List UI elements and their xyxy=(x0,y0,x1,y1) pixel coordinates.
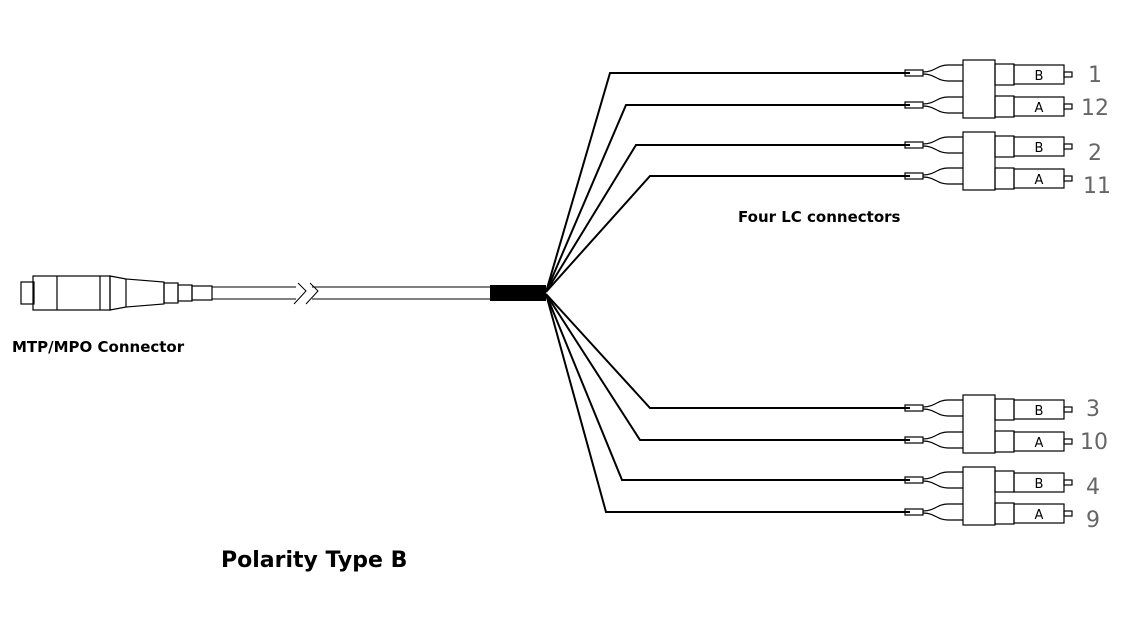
lc-letter-top: B xyxy=(1035,477,1044,492)
lc-fiber-lead xyxy=(922,176,963,185)
mtp-strain-relief xyxy=(191,285,213,301)
lc-group: B A 2 11 xyxy=(904,131,1111,199)
lc-fiber-lead xyxy=(922,399,963,408)
port-number-bottom: 12 xyxy=(1081,96,1109,121)
port-number-bottom: 9 xyxy=(1086,508,1100,533)
fanout-splitter xyxy=(490,285,546,301)
port-number-top: 3 xyxy=(1086,397,1100,422)
lc-fiber-lead xyxy=(922,408,963,417)
lc-duplex-clip xyxy=(962,466,996,526)
lc-ferrule xyxy=(1063,103,1073,110)
lc-fiber-stub xyxy=(904,508,924,516)
lc-group: B A 1 12 xyxy=(904,59,1109,121)
lc-body xyxy=(994,95,1015,118)
lc-fiber-lead xyxy=(922,480,963,489)
lc-letter-bottom: A xyxy=(1035,173,1044,188)
breakout-fiber xyxy=(545,293,910,441)
lc-ferrule xyxy=(1063,438,1073,445)
lc-fiber-stub xyxy=(904,172,924,180)
lc-fiber-lead xyxy=(922,73,963,82)
lc-ferrule xyxy=(1063,510,1073,517)
lc-fiber-stub xyxy=(904,141,924,149)
lc-fiber-stub xyxy=(904,404,924,412)
breakout-fiber xyxy=(545,175,910,293)
lc-ferrule xyxy=(1063,406,1073,413)
breakout-fiber xyxy=(545,104,910,293)
mtp-tip xyxy=(20,281,35,305)
mtp-strain-relief xyxy=(163,282,179,304)
breakout-fiber xyxy=(545,72,910,293)
lc-ferrule xyxy=(1063,71,1073,78)
mtp-boot xyxy=(109,275,165,311)
lc-fiber-lead xyxy=(922,431,963,440)
lc-ferrule xyxy=(1063,479,1073,486)
lc-letter-top: B xyxy=(1035,69,1044,84)
lc-group-label: Four LC connectors xyxy=(738,208,901,226)
lc-fiber-stub xyxy=(904,476,924,484)
lc-body xyxy=(994,470,1015,493)
mtp-housing xyxy=(32,275,111,311)
lc-group: B A 3 10 xyxy=(904,394,1108,455)
port-number-bottom: 11 xyxy=(1083,174,1111,199)
trunk-cable xyxy=(212,282,490,305)
lc-group: B A 4 9 xyxy=(904,466,1100,533)
lc-letter-bottom: A xyxy=(1035,101,1044,116)
breakout-fibers xyxy=(545,72,910,513)
lc-fiber-lead xyxy=(922,471,963,480)
lc-letter-bottom: A xyxy=(1035,508,1044,523)
lc-duplex-clip xyxy=(962,131,996,191)
lc-fiber-lead xyxy=(922,105,963,114)
cable-break-mark xyxy=(305,282,319,305)
breakout-fiber xyxy=(545,144,910,293)
lc-fiber-lead xyxy=(922,145,963,154)
lc-fiber-lead xyxy=(922,96,963,105)
cable-break-mark xyxy=(293,282,307,305)
port-number-top: 4 xyxy=(1086,475,1100,500)
lc-fiber-lead xyxy=(922,503,963,512)
lc-letter-top: B xyxy=(1035,404,1044,419)
lc-body xyxy=(994,63,1015,86)
lc-fiber-lead xyxy=(922,512,963,521)
lc-fiber-stub xyxy=(904,69,924,77)
lc-ferrule xyxy=(1063,143,1073,150)
lc-fiber-stub xyxy=(904,101,924,109)
lc-body xyxy=(994,502,1015,525)
breakout-fiber xyxy=(545,293,910,481)
lc-body xyxy=(994,398,1015,421)
lc-body xyxy=(994,430,1015,453)
lc-duplex-clip xyxy=(962,394,996,454)
lc-duplex-clip xyxy=(962,59,996,119)
mtp-strain-relief xyxy=(177,284,193,302)
lc-fiber-stub xyxy=(904,436,924,444)
lc-ferrule xyxy=(1063,175,1073,182)
lc-body xyxy=(994,167,1015,190)
breakout-fiber xyxy=(545,293,910,513)
lc-fiber-lead xyxy=(922,136,963,145)
lc-fiber-lead xyxy=(922,167,963,176)
lc-body xyxy=(994,135,1015,158)
lc-letter-top: B xyxy=(1035,141,1044,156)
lc-letter-bottom: A xyxy=(1035,436,1044,451)
port-number-top: 1 xyxy=(1088,63,1102,88)
port-number-top: 2 xyxy=(1088,141,1102,166)
breakout-fiber xyxy=(545,293,910,409)
lc-fiber-lead xyxy=(922,440,963,449)
polarity-title: Polarity Type B xyxy=(221,548,407,573)
mtp-connector-label: MTP/MPO Connector xyxy=(12,338,185,356)
lc-fiber-lead xyxy=(922,64,963,73)
mtp-connector xyxy=(20,275,213,311)
port-number-bottom: 10 xyxy=(1080,430,1108,455)
